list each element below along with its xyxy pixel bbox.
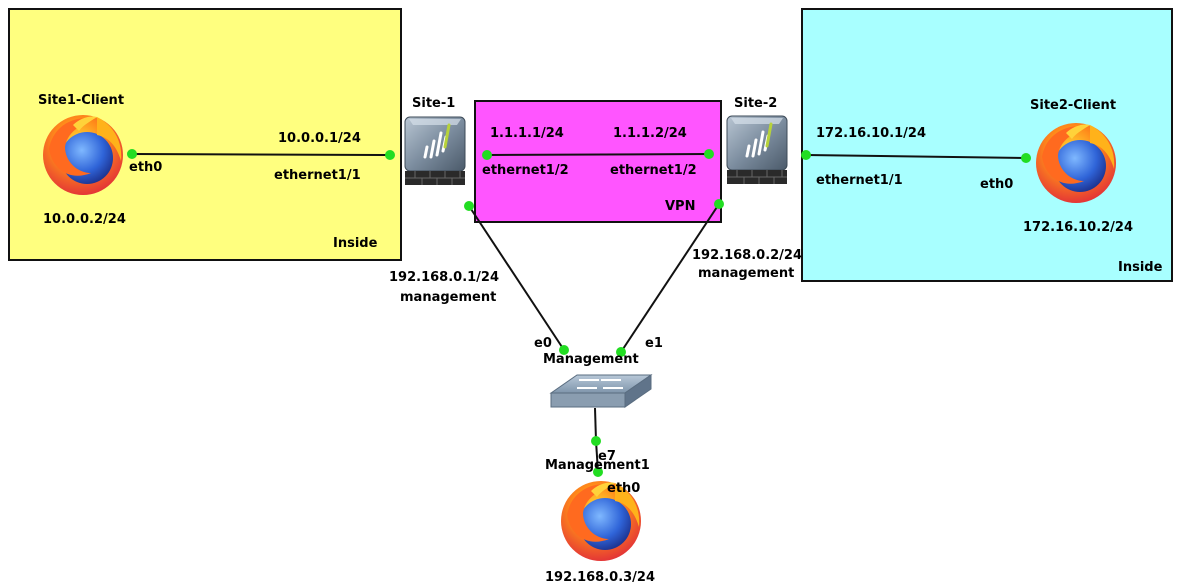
site1-client-name: Site1-Client	[38, 93, 124, 108]
zone-site2-inside	[801, 8, 1173, 282]
site1-client-firefox-icon[interactable]	[43, 115, 123, 195]
link-switch-host	[594, 407, 597, 442]
port-site2-eth1-2[interactable]	[704, 149, 714, 159]
site2-mgmt-label: management	[698, 266, 794, 281]
site1-mgmt-label: management	[400, 290, 496, 305]
site2-name: Site-2	[734, 96, 777, 111]
site2-client-firefox-icon[interactable]	[1036, 123, 1116, 203]
site2-ip-inside: 172.16.10.1/24	[816, 126, 926, 141]
port-switch-e1[interactable]	[616, 347, 626, 357]
site2-firewall-icon[interactable]	[725, 114, 789, 186]
port-site1-eth1-2[interactable]	[482, 150, 492, 160]
management-switch-icon[interactable]	[550, 374, 652, 408]
site1-name: Site-1	[412, 96, 455, 111]
port-site1-eth1-1[interactable]	[385, 150, 395, 160]
port-switch-e7[interactable]	[591, 436, 601, 446]
site1-ip-vpn: 1.1.1.1/24	[490, 126, 564, 141]
site2-client-iface: eth0	[980, 177, 1013, 192]
site2-mgmt-ip: 192.168.0.2/24	[692, 248, 802, 263]
links	[131, 153, 1027, 473]
site1-ip-inside: 10.0.0.1/24	[278, 131, 361, 146]
switch-port-e0: e0	[534, 336, 552, 351]
site2-if-vpn: ethernet1/2	[610, 163, 697, 178]
zone-left-label: Inside	[333, 236, 378, 251]
mgmt-host-name: Management1	[545, 458, 650, 473]
link-site1-site2	[486, 153, 710, 156]
ports	[127, 149, 1031, 477]
site2-client-ip: 172.16.10.2/24	[1023, 220, 1133, 235]
port-site2-eth1-1[interactable]	[801, 150, 811, 160]
site2-if-inside: ethernet1/1	[816, 173, 903, 188]
link-site2-client2	[805, 154, 1027, 159]
site2-ip-vpn: 1.1.1.2/24	[613, 126, 687, 141]
link-site1-switch	[468, 205, 565, 351]
site1-client-iface: eth0	[129, 160, 162, 175]
zone-vpn	[474, 100, 722, 223]
switch-port-e7: e7	[598, 449, 616, 464]
site1-if-inside: ethernet1/1	[274, 168, 361, 183]
port-client1-eth0[interactable]	[127, 149, 137, 159]
switch-port-e1: e1	[645, 336, 663, 351]
link-client1-site1	[131, 153, 391, 156]
zone-vpn-label: VPN	[665, 199, 695, 214]
port-switch-e0[interactable]	[559, 345, 569, 355]
site1-firewall-icon[interactable]	[403, 115, 467, 187]
site1-if-vpn: ethernet1/2	[482, 163, 569, 178]
port-client2-eth0[interactable]	[1021, 153, 1031, 163]
switch-name: Management	[543, 352, 639, 367]
port-host-eth0[interactable]	[593, 467, 603, 477]
mgmt-host-ip: 192.168.0.3/24	[545, 570, 655, 585]
mgmt-host-iface: eth0	[607, 481, 640, 496]
port-site1-mgmt[interactable]	[464, 201, 474, 211]
site1-mgmt-ip: 192.168.0.1/24	[389, 270, 499, 285]
site2-client-name: Site2-Client	[1030, 98, 1116, 113]
zone-right-label: Inside	[1118, 260, 1163, 275]
port-site2-mgmt[interactable]	[714, 199, 724, 209]
site1-client-ip: 10.0.0.2/24	[43, 212, 126, 227]
link-switch-host-2	[595, 440, 599, 473]
link-site2-switch	[620, 203, 720, 353]
